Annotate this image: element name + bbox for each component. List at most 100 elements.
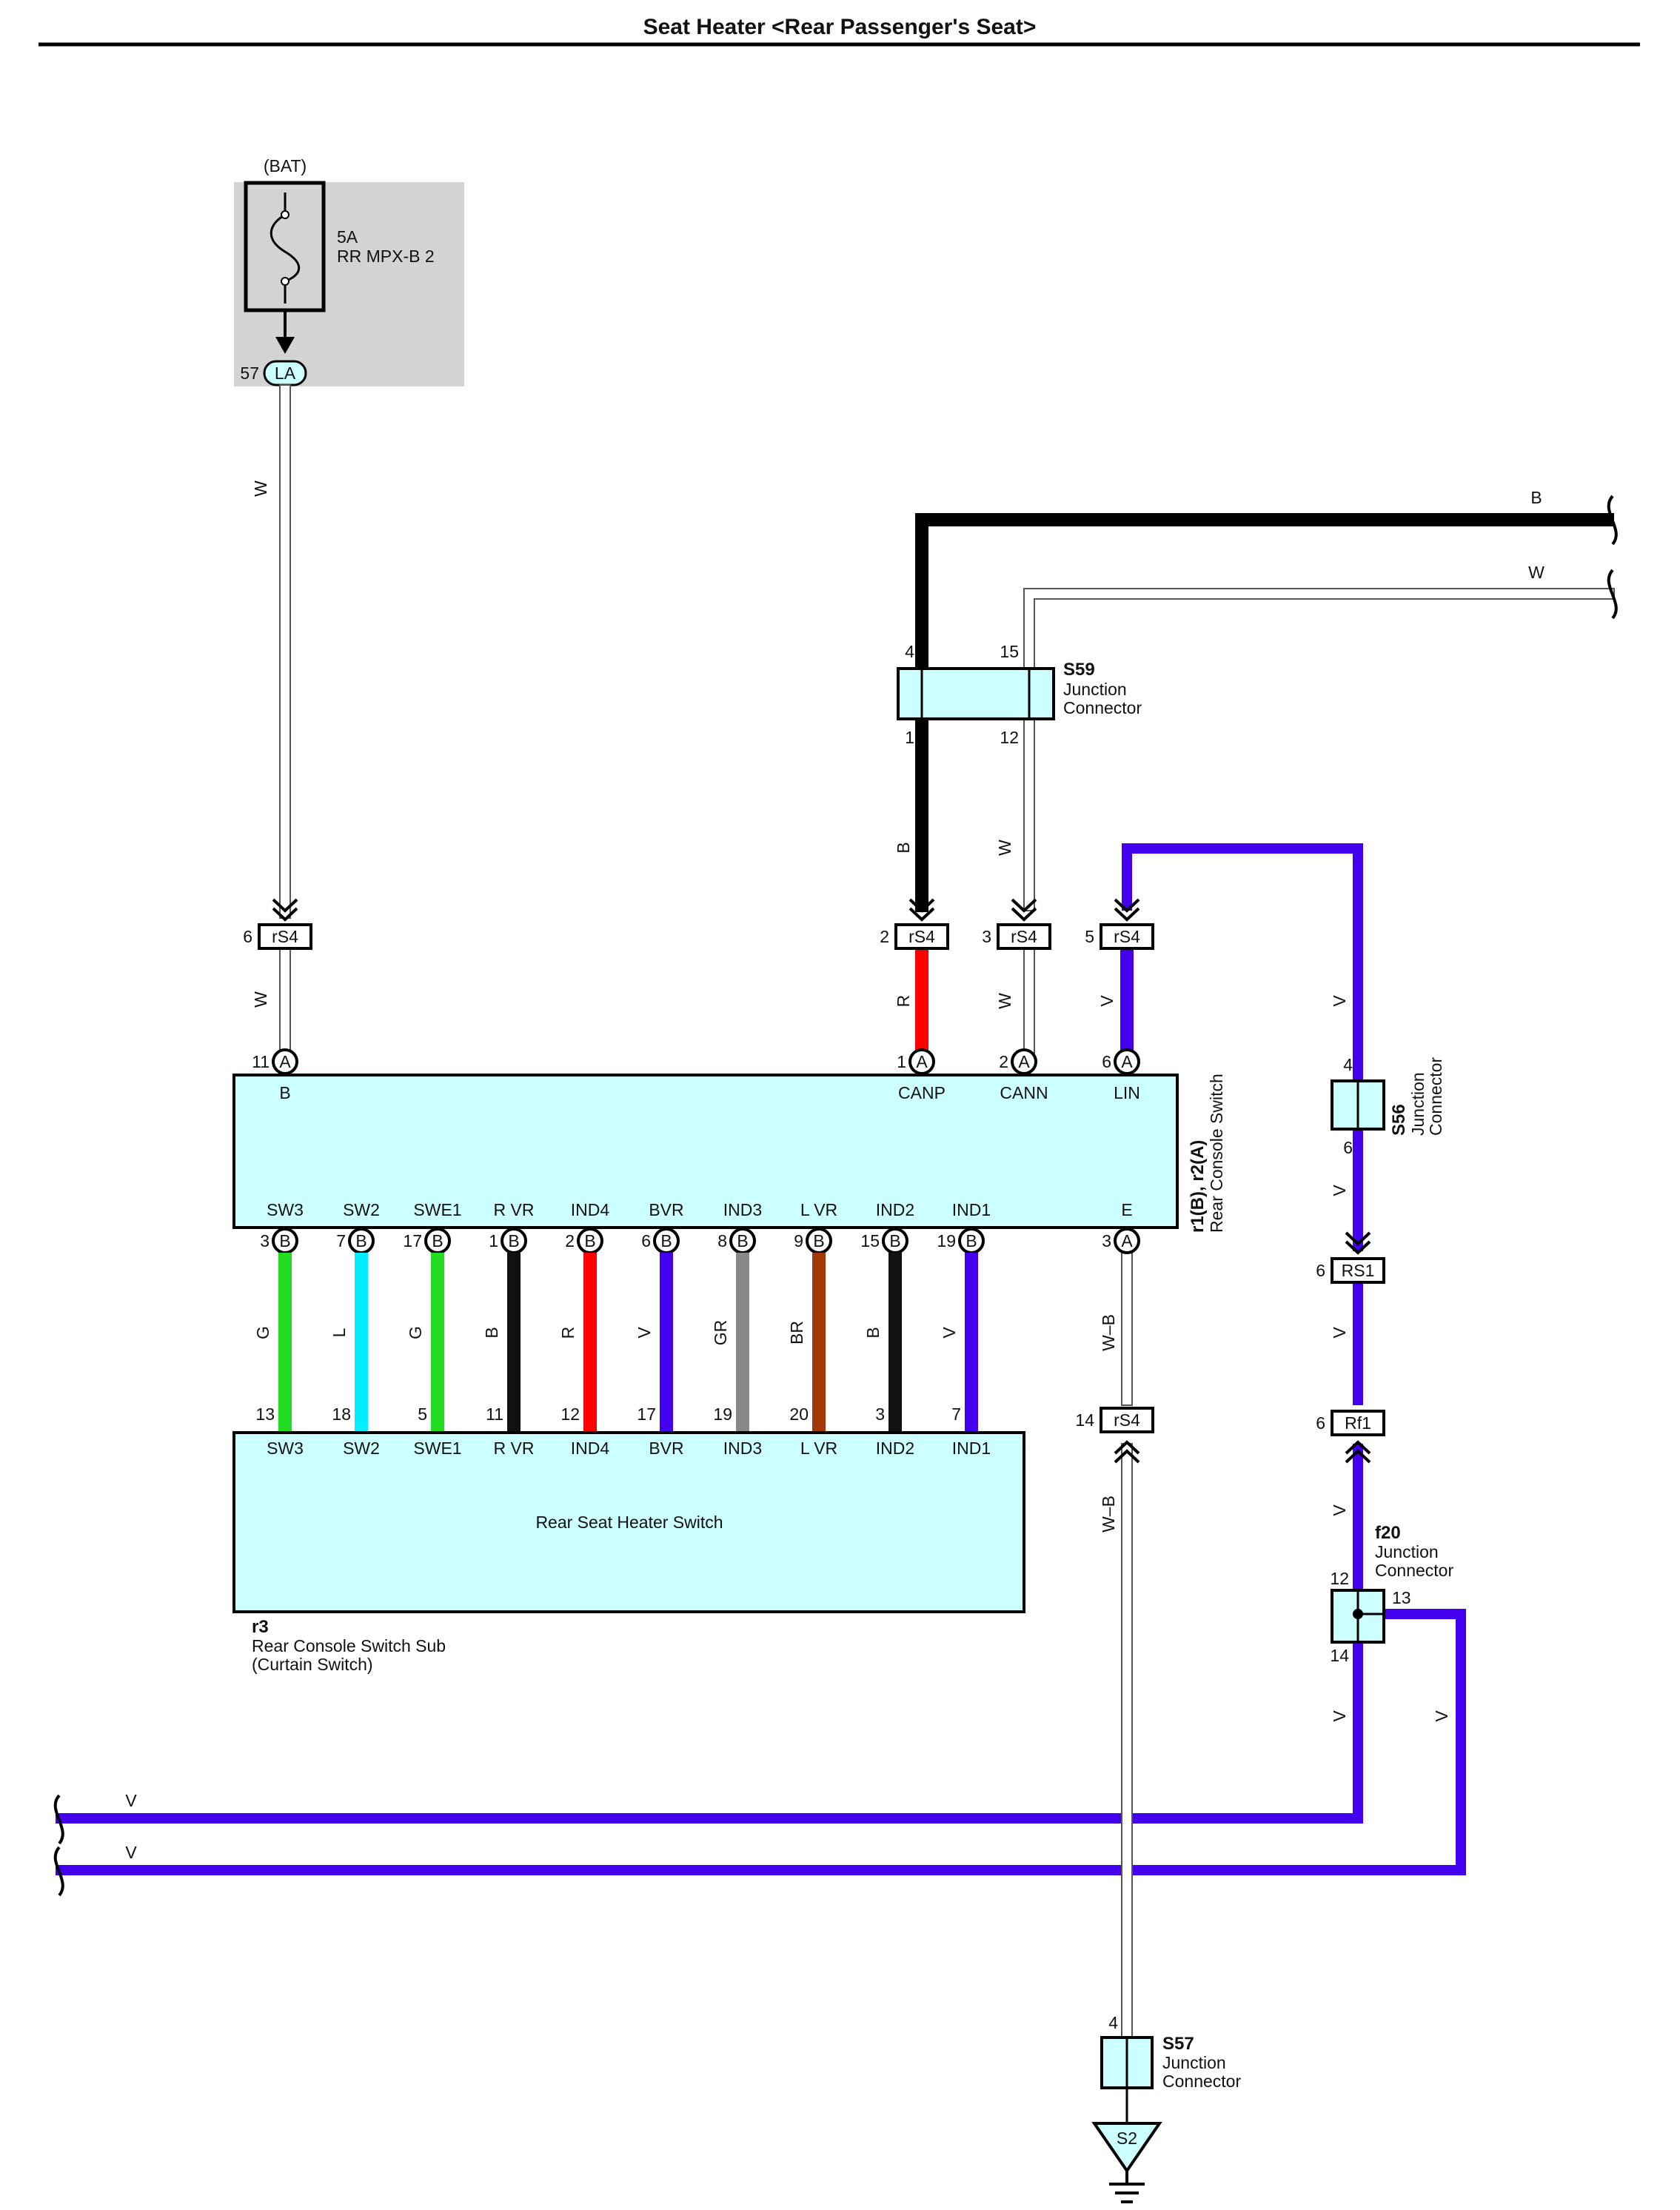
label-v-lin: V [1097,995,1117,1007]
label-v-bus1: V [125,1791,137,1810]
pin-connector-letter: B [737,1231,748,1250]
pin: B9L VR [794,1200,837,1254]
s56-id: S56 [1389,1104,1409,1136]
pin-number: 3 [260,1231,270,1250]
heater-switch-sub: (Curtain Switch) [252,1655,373,1674]
pin-label: IND1 [952,1200,991,1219]
heater-switch-pin-label: IND2 [876,1439,914,1458]
chevron-down-icon [1011,898,1037,922]
heater-switch-pin-number: 13 [255,1404,275,1424]
label-b-mid: B [894,842,913,853]
pin-number: 8 [717,1231,727,1250]
pin-number: 11 [252,1052,270,1071]
chevron-down-icon [272,898,298,922]
pin-label: R VR [494,1200,535,1219]
pin-connector-letter: B [355,1231,367,1250]
pin-number: 6 [641,1231,651,1250]
rs4-pin: 2 [880,927,889,946]
s59-pin-bl: 1 [905,728,914,747]
pin-label: IND2 [876,1200,914,1219]
harness-wire: L [329,1253,368,1433]
label-v-s56a: V [1330,995,1349,1007]
wire-v-f20-bus2 [56,1609,1466,1875]
harness-wire-color: V [940,1327,959,1339]
harness-wire: G [253,1253,292,1433]
harness-wire: BR [787,1253,826,1433]
pin-number: 1 [489,1231,498,1250]
harness-wire-color: B [863,1327,883,1338]
ground-point-icon [1091,2122,1162,2174]
pin-connector-letter: B [584,1231,595,1250]
heater-switch-pin-number: 12 [560,1404,580,1424]
f20-line2: Connector [1375,1561,1453,1580]
heater-switch-pin-label: R VR [494,1439,535,1458]
s59-pin-tr: 15 [1000,642,1019,661]
label-b-top: B [1530,488,1542,507]
rcs-id: r1(B), r2(A) [1188,1140,1208,1233]
pin-label: SW3 [267,1200,304,1219]
rear-console-switch-body [232,1074,1179,1229]
f20-pin-right: 13 [1392,1588,1411,1607]
page-title: Seat Heater <Rear Passenger's Seat> [643,15,1037,39]
harness-wire-color: G [406,1326,425,1339]
s59-id: S59 [1063,660,1095,680]
rs4-connector-label: rS4 [908,927,935,946]
wire-w-top [1023,588,1615,671]
pin-label: E [1121,1200,1132,1219]
rs4-pin: 6 [243,927,252,946]
s59-junction-connector: 4 15 1 12 S59 Junction Connector [897,642,1142,747]
rs4-connector-label: rS4 [1114,1410,1140,1430]
pin-connector-letter: A [279,1052,291,1071]
wire-w-bat [279,384,291,919]
pin-number: 1 [897,1052,906,1071]
s57-id: S57 [1162,2034,1194,2054]
wire-b-top [915,513,1614,670]
harness-wire: R [558,1253,597,1433]
fuse-icon [270,192,301,304]
heater-switch-pin-number: 20 [789,1404,809,1424]
pin-connector-letter: B [660,1231,672,1250]
harness-wire-color: G [253,1326,272,1339]
fuse-name: RR MPX-B 2 [337,247,435,266]
pin-label: SW2 [343,1200,380,1219]
rs4-connector-label: rS4 [1114,927,1140,946]
s57-pin-top: 4 [1108,2013,1118,2032]
harness-wire-color: L [329,1327,349,1337]
label-r: R [894,995,913,1008]
rs1-label: RS1 [1342,1261,1375,1280]
chevron-down-icon [908,898,935,922]
wire-w-a11 [279,948,291,1054]
heater-switch-pin-number: 5 [418,1404,427,1424]
label-v-rs1: V [1330,1327,1349,1339]
rs1-connector: RS1 6 [1316,1231,1385,1284]
break-v-bus1 [53,1794,64,1845]
rs4-pin: 5 [1085,927,1094,946]
break-v-bus2 [53,1846,64,1897]
chevron-up-icon [1114,1440,1140,1464]
wire-v-lin [1120,949,1134,1053]
harness-wire: G [406,1253,444,1433]
label-v-f20a: V [1330,1710,1349,1722]
wire-wb-upper [1121,1249,1133,1406]
harness-wire: GR [711,1253,749,1433]
label-w-top: W [1528,563,1545,582]
label-wb-upper: W–B [1099,1314,1118,1351]
heater-switch-pin-label: SWE1 [413,1439,461,1458]
pin-number: 2 [999,1052,1008,1071]
pin-number: 19 [937,1231,956,1250]
harness-wire-color: V [635,1327,654,1339]
break-b-top [1607,495,1618,546]
rs4-connector-label: rS4 [1011,927,1037,946]
pin: B1R VR [489,1200,535,1254]
rs4-connector: rS4 5 [1085,898,1154,950]
pin-connector-letter: B [432,1231,443,1250]
pin-label: L VR [800,1200,837,1219]
s56-line1: Junction [1408,1072,1428,1136]
wire-v-top-loop [1122,843,1363,1081]
pin-connector-letter: A [1121,1052,1133,1071]
